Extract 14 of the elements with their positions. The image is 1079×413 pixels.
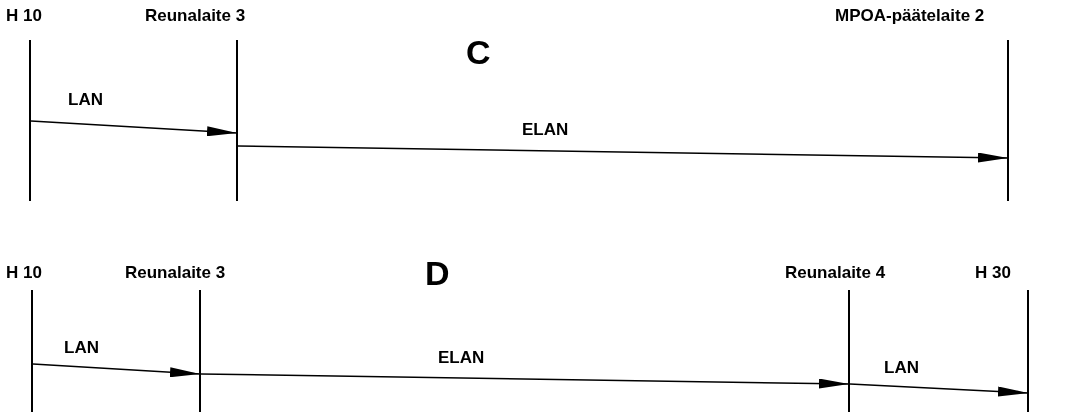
arrow	[200, 373, 850, 389]
lifeline-title: H 10	[6, 6, 42, 26]
lifeline-title: Reunalaite 4	[785, 263, 886, 283]
arrow	[30, 120, 238, 137]
lifeline-title: H 10	[6, 263, 42, 283]
arrow	[237, 145, 1009, 163]
section-letter: D	[425, 255, 450, 291]
section-letter: C	[466, 34, 491, 70]
arrow	[32, 363, 201, 378]
lifeline-title: Reunalaite 3	[125, 263, 226, 283]
lifeline-title: H 30	[975, 263, 1011, 283]
lifeline-title: MPOA-päätelaite 2	[835, 6, 985, 26]
arrow	[849, 383, 1029, 397]
lifeline-title: Reunalaite 3	[145, 6, 246, 26]
